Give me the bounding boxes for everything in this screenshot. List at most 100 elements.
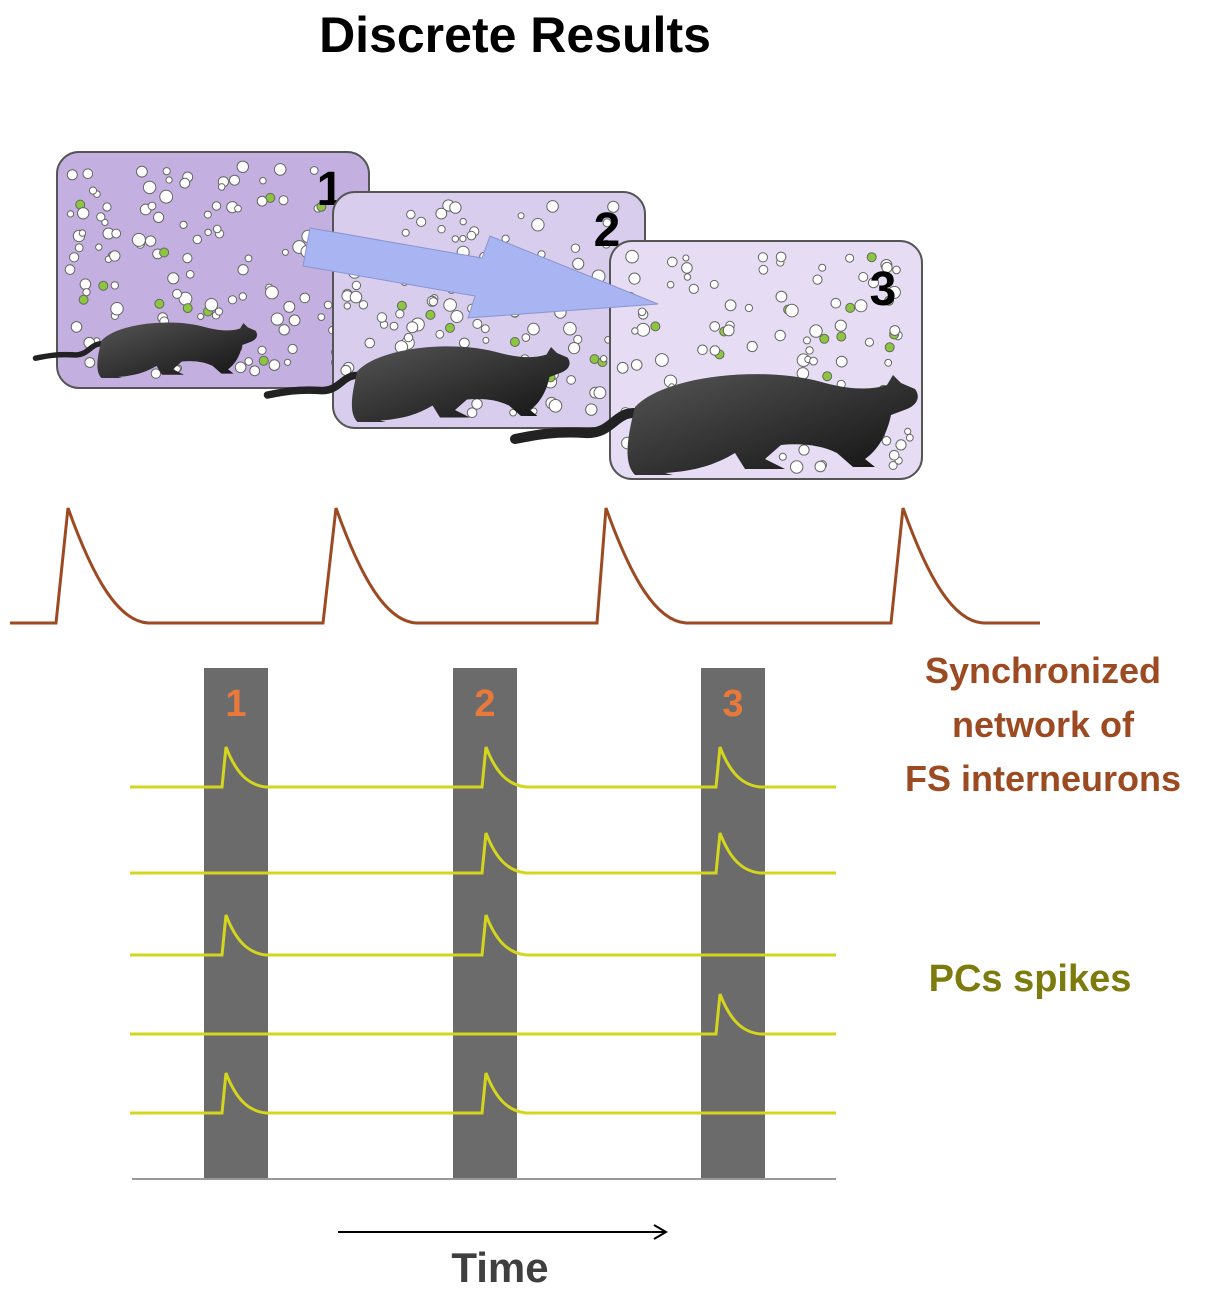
white-dot [66,169,78,181]
white-dot [602,218,612,228]
white-dot [527,322,540,336]
white-dot [531,218,545,232]
time-arrow-head [653,1224,668,1240]
cat-1 [32,322,258,378]
white-dot [625,249,639,264]
window-1: 1 [204,668,268,1178]
white-dot [895,439,907,451]
white-dot [204,228,212,237]
white-dot [805,346,814,355]
frame-3: 3 [510,240,923,480]
white-dot [317,313,326,322]
white-dot [69,252,80,263]
green-dot [819,333,830,344]
white-dot [757,252,769,263]
white-dot [655,353,669,367]
white-dot [572,257,585,270]
green-dot [836,331,847,342]
white-dot [888,449,900,461]
white-dot [165,176,173,184]
white-dot [746,340,758,353]
white-dot [905,433,914,442]
white-dot [563,321,577,336]
white-dot [593,386,607,400]
white-dot [472,318,483,329]
white-dot [323,300,333,310]
white-dot [153,211,165,223]
white-dot [204,298,219,312]
white-dot [682,254,690,262]
green-dot [650,321,661,332]
white-dot [636,322,651,337]
white-dot [70,321,83,333]
white-dot [600,355,608,363]
white-dot [142,180,157,195]
green-dot [866,252,877,263]
white-dot [159,189,174,204]
white-dot [110,281,120,290]
cat-body [627,374,918,475]
white-dot [466,407,478,419]
white-dot [775,251,787,263]
white-dot [376,312,388,323]
white-dot [480,324,490,334]
white-dot [214,307,224,316]
white-dot [845,253,855,263]
white-dot [758,264,769,275]
white-dot [887,285,901,299]
white-dot [864,337,875,347]
white-dot [683,273,692,281]
white-dot [798,444,810,456]
white-dot [570,243,581,253]
white-dot [482,336,490,344]
white-dot [182,253,193,264]
white-dot [288,314,301,327]
green-dot [425,309,436,320]
white-dot [459,337,470,349]
white-dot [244,254,253,263]
pc-trace-5 [130,1072,836,1115]
green-dot [316,201,327,212]
white-dot [809,356,818,366]
green-dot [845,302,856,313]
white-dot [227,295,238,305]
white-dot [406,321,419,334]
green-dot [78,294,89,305]
white-dot [77,207,90,220]
white-dot [101,218,109,226]
white-dot [237,264,249,276]
white-dot [601,239,611,249]
white-dot [79,278,92,291]
white-dot [150,368,162,379]
white-dot [179,220,188,229]
white-dot [709,321,721,332]
white-dot [278,195,289,206]
white-dot [96,212,106,222]
cat-body [351,346,570,422]
white-dot [631,327,639,335]
white-dot [892,265,901,275]
white-dot [185,270,195,279]
white-dot [814,460,827,473]
white-dot [835,355,848,368]
white-dot [197,313,205,320]
pc-trace-2 [130,832,836,875]
white-dot [257,345,267,355]
cat-2 [263,346,570,422]
white-dot [437,225,446,234]
pc-trace-4 [130,993,836,1036]
white-dot [435,329,445,339]
white-dot [881,261,893,274]
white-dot [406,209,416,220]
white-dot [722,324,735,337]
white-dot [809,324,823,338]
white-dot [881,436,892,446]
white-dot [697,344,708,356]
white-dot [868,277,879,289]
window-3: 3 [701,668,765,1178]
white-dot [95,243,103,251]
white-dot [234,204,242,213]
white-dot [88,186,98,195]
